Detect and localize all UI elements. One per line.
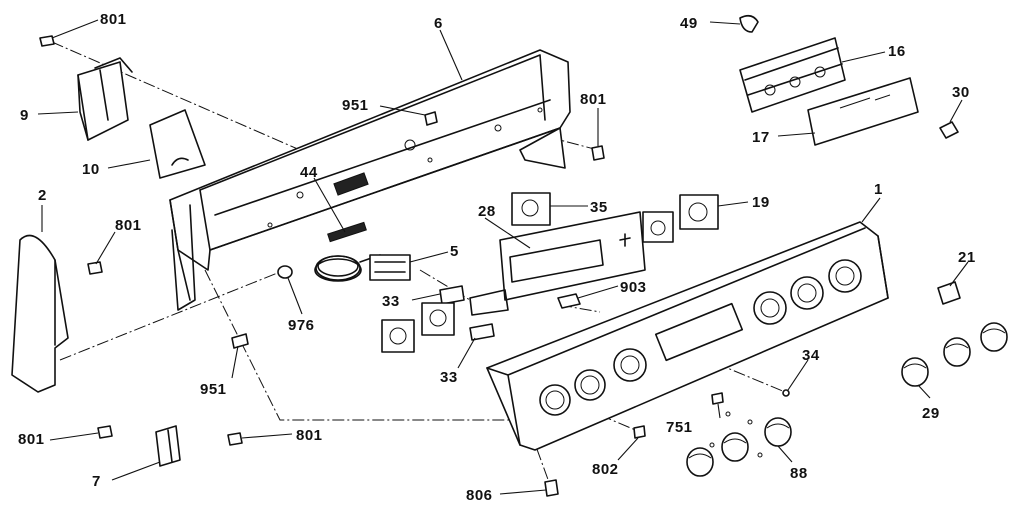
screw-801-bl: [97, 425, 113, 439]
label-903: 903: [620, 279, 647, 296]
overlay-17: [807, 77, 919, 146]
screw-801-br: [227, 432, 243, 446]
label-801-mid: 801: [580, 91, 607, 108]
label-34: 34: [802, 347, 820, 364]
relay-33-b: [469, 323, 495, 341]
label-5: 5: [450, 243, 459, 260]
end-cap-2: [11, 234, 69, 393]
label-29: 29: [922, 405, 940, 422]
label-951-top: 951: [342, 97, 369, 114]
screw-801-mid: [591, 145, 605, 161]
label-16: 16: [888, 43, 906, 60]
switch-5: [369, 254, 411, 281]
label-10: 10: [82, 161, 100, 178]
screw-806: [544, 479, 559, 497]
label-17: 17: [752, 129, 770, 146]
label-801-br: 801: [296, 427, 323, 444]
label-30: 30: [952, 84, 970, 101]
bracket-9: [77, 57, 133, 141]
label-33-b: 33: [440, 369, 458, 386]
label-951-bottom: 951: [200, 381, 227, 398]
clip-951-bottom: [231, 333, 249, 349]
screw-751: [711, 392, 724, 405]
label-44: 44: [300, 164, 318, 181]
screw-802: [633, 425, 646, 439]
knobs-29: [901, 322, 1008, 387]
label-33-a: 33: [382, 293, 400, 310]
lamp-30: [939, 121, 959, 139]
label-28: 28: [478, 203, 496, 220]
label-2: 2: [38, 187, 47, 204]
label-801-top: 801: [100, 11, 127, 28]
infinite-switch-35: [511, 192, 551, 226]
clock-timer-16: [739, 37, 846, 113]
relay-33-a: [439, 285, 465, 305]
screw-801-top: [39, 35, 55, 47]
infinite-switch-19: [642, 194, 719, 243]
label-21: 21: [958, 249, 976, 266]
label-49: 49: [680, 15, 698, 32]
label-7: 7: [92, 473, 101, 490]
screw-34: [782, 389, 790, 397]
leader-lines: [37, 19, 969, 495]
control-panel-1: [486, 221, 889, 451]
callout-labels: 801 9 10 6 951 801 49 16 17 30 44 35 19 …: [18, 11, 976, 504]
knob-insert-49: [739, 14, 759, 33]
indicator-light-21: [937, 281, 961, 305]
label-751: 751: [666, 419, 693, 436]
control-panel-backing-6: [169, 49, 571, 311]
knobs-88: [686, 411, 792, 477]
grommet-976: [277, 265, 293, 279]
clip-903: [557, 293, 581, 309]
label-802: 802: [592, 461, 619, 478]
label-801-left: 801: [115, 217, 142, 234]
label-1: 1: [874, 181, 883, 198]
label-9: 9: [20, 107, 29, 124]
label-806: 806: [466, 487, 493, 504]
clip-951-top: [424, 111, 438, 126]
label-6: 6: [434, 15, 443, 32]
bracket-7: [155, 425, 181, 467]
label-88: 88: [790, 465, 808, 482]
display-bracket-28: [469, 211, 646, 316]
panel-knob-openings: [539, 259, 862, 416]
switch-block-lower: [381, 302, 455, 353]
wire-harness-44: [314, 221, 381, 282]
label-801-bl: 801: [18, 431, 45, 448]
label-19: 19: [752, 194, 770, 211]
screw-801-left: [87, 261, 103, 275]
label-976: 976: [288, 317, 315, 334]
bracket-10: [149, 109, 206, 179]
label-35: 35: [590, 199, 608, 216]
